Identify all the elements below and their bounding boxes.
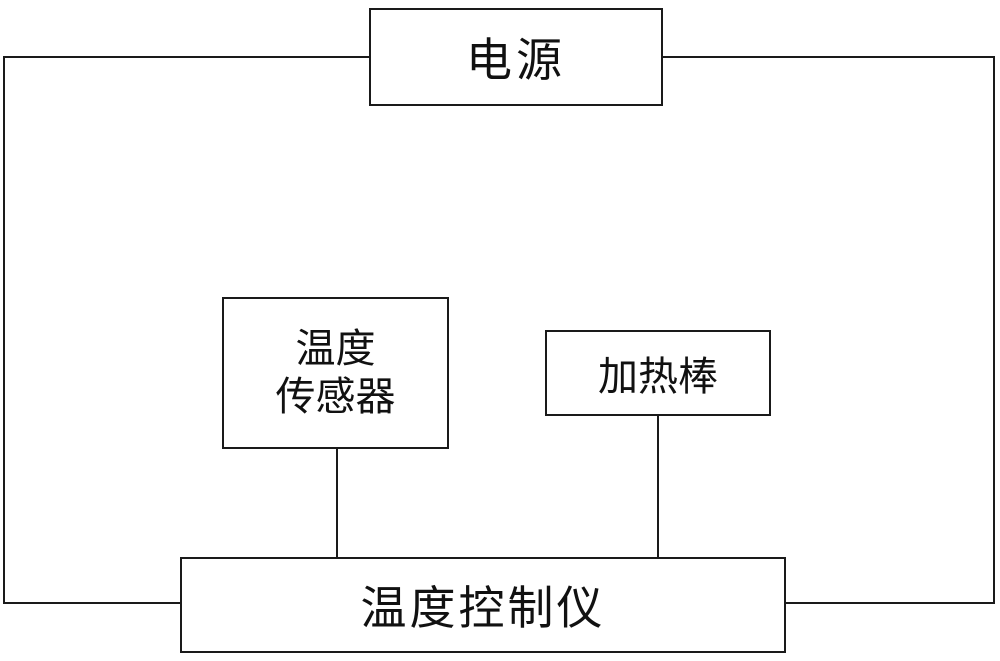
power-supply-label: 电源 (466, 24, 566, 90)
temperature-controller-box: 温度控制仪 (180, 557, 786, 653)
power-supply-box: 电源 (369, 8, 663, 106)
temperature-sensor-box: 温度 传感器 (222, 297, 449, 449)
temperature-sensor-label: 温度 传感器 (276, 325, 396, 421)
temperature-controller-label: 温度控制仪 (361, 572, 606, 638)
heating-rod-box: 加热棒 (545, 330, 771, 416)
heating-rod-label: 加热棒 (598, 344, 718, 402)
